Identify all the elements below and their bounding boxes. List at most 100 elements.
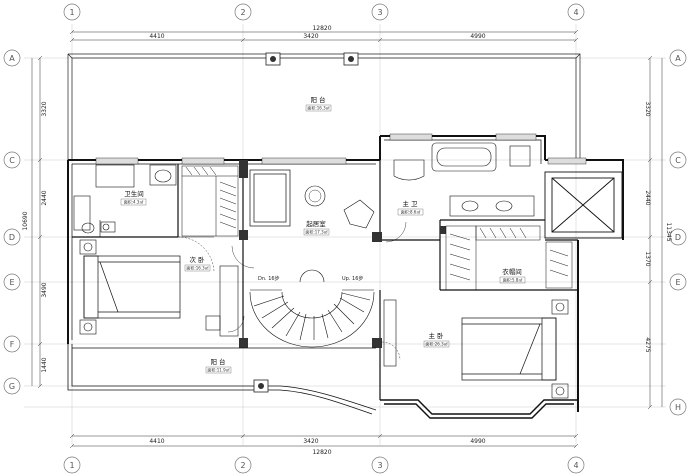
axis-label: 4	[573, 461, 578, 470]
dim-left-row-2: 2440	[41, 190, 48, 205]
axis-bubble-col-3-bottom: 3	[371, 456, 389, 474]
axis-label: C	[9, 156, 15, 165]
dim-span-1: 4410	[149, 33, 164, 40]
axis-bubble-row-E-left: E	[3, 273, 21, 291]
axis-label: 1	[69, 461, 74, 470]
dim-right-row-4: 4275	[644, 337, 651, 352]
area-tag: 面积:4.3㎡	[124, 199, 144, 205]
stair-down-label: Dn. 16步	[258, 276, 280, 282]
axis-grid	[24, 24, 666, 445]
axis-bubble-row-A-left: A	[3, 49, 21, 67]
dim-total-width: 12820	[312, 25, 331, 32]
closet-shelving	[445, 225, 573, 291]
room-name: 主 卫	[402, 199, 418, 208]
room-name: 主 卧	[428, 331, 444, 340]
dim-span-3-bottom: 4990	[470, 438, 485, 445]
wardrobe-left	[181, 165, 239, 237]
room-label-living: 起居室 面积:17.3㎡	[303, 219, 330, 236]
dim-right-row-2: 2440	[644, 190, 651, 205]
axis-label: A	[675, 54, 681, 63]
axis-label: G	[9, 382, 15, 391]
room-name: 阳 台	[210, 357, 225, 366]
area-tag: 面积:26.3㎡	[425, 341, 447, 347]
room-name: 衣帽间	[502, 267, 522, 276]
stair-void	[544, 171, 623, 239]
axis-bubble-row-H-right: H	[669, 398, 687, 416]
room-label-master-bath: 主 卫 面积:8.6㎡	[397, 199, 424, 216]
secondary-bed	[83, 255, 181, 319]
axis-label: A	[9, 54, 15, 63]
axis-bubble-col-1-top: 1	[63, 3, 81, 21]
dim-left-row-3: 3490	[41, 282, 48, 297]
axis-bubble-col-2-bottom: 2	[234, 456, 252, 474]
axis-label: F	[10, 340, 15, 349]
bathroom-left-fixtures	[73, 164, 177, 238]
column-post	[253, 379, 269, 393]
axis-label: H	[675, 403, 681, 412]
axis-label: 3	[377, 8, 382, 17]
terrace-bottom-outline	[67, 344, 377, 415]
axis-label: E	[9, 278, 14, 287]
bathtub	[431, 142, 497, 172]
room-label-terrace-top: 阳 台 面积:16.3㎡	[305, 95, 332, 112]
living-sofa	[249, 169, 291, 227]
area-tag: 面积:5.8㎡	[503, 277, 523, 283]
axis-label: E	[675, 278, 680, 287]
axis-bubble-row-G-left: G	[3, 377, 21, 395]
dim-left-total: 10690	[22, 211, 29, 230]
windows-top	[95, 133, 587, 165]
dim-right-row-1: 3320	[644, 101, 651, 116]
room-name: 起居室	[306, 219, 326, 228]
axis-label: D	[9, 233, 15, 242]
spiral-staircase	[249, 269, 375, 348]
dimension-chain-right	[647, 55, 663, 410]
master-bed	[461, 317, 557, 381]
door-swings-left	[177, 236, 255, 333]
axis-label: 1	[69, 8, 74, 17]
dim-total-width-bottom: 12820	[312, 449, 331, 456]
exterior-walls-inner	[71, 139, 542, 340]
dimension-chain-top	[69, 29, 579, 43]
column-post	[343, 52, 359, 66]
toilet-icon	[81, 222, 95, 234]
master-vanity	[449, 145, 535, 217]
stair-up-label: Up. 16步	[342, 276, 363, 282]
nightstands-left	[79, 239, 97, 335]
living-armchair	[343, 199, 375, 229]
room-name: 卫生间	[124, 189, 144, 198]
area-tag: 面积:8.6㎡	[401, 209, 421, 215]
wardrobe-hangers	[185, 166, 237, 229]
axis-bubble-row-D-right: D	[669, 228, 687, 246]
dim-right-row-3: 1370	[644, 251, 651, 266]
axis-label: 3	[377, 461, 382, 470]
wall-pillars	[239, 160, 446, 348]
axis-label: D	[675, 233, 681, 242]
area-tag: 面积:11.9㎡	[207, 367, 229, 373]
room-label-closet: 衣帽间 面积:5.8㎡	[499, 267, 526, 284]
axis-label: 2	[240, 8, 245, 17]
dim-right-total: 11345	[665, 222, 672, 241]
axis-bubble-col-3-top: 3	[371, 3, 389, 21]
dim-span-2: 3420	[303, 33, 318, 40]
dim-left-row-4: 1440	[41, 357, 48, 372]
axis-bubble-row-E-right: E	[669, 273, 687, 291]
dimension-chain-bottom	[69, 433, 579, 449]
room-name: 次 卧	[189, 255, 205, 264]
axis-bubble-row-A-right: A	[669, 49, 687, 67]
axis-bubble-col-4-bottom: 4	[567, 456, 585, 474]
closet-hangers	[449, 227, 569, 281]
master-bath-door	[385, 221, 407, 243]
axis-label: 4	[573, 8, 578, 17]
room-name: 阳 台	[310, 95, 325, 104]
room-label-terrace-bottom: 阳 台 面积:11.9㎡	[205, 357, 232, 374]
dim-span-2-bottom: 3420	[303, 438, 318, 445]
axis-bubble-col-4-top: 4	[567, 3, 585, 21]
axis-label: C	[675, 156, 681, 165]
axis-bubble-row-D-left: D	[3, 228, 21, 246]
axis-bubble-row-C-left: C	[3, 151, 21, 169]
dimension-chain-left	[31, 55, 43, 389]
exterior-walls	[67, 135, 624, 412]
axis-bubble-col-2-top: 2	[234, 3, 252, 21]
master-door	[381, 341, 401, 361]
